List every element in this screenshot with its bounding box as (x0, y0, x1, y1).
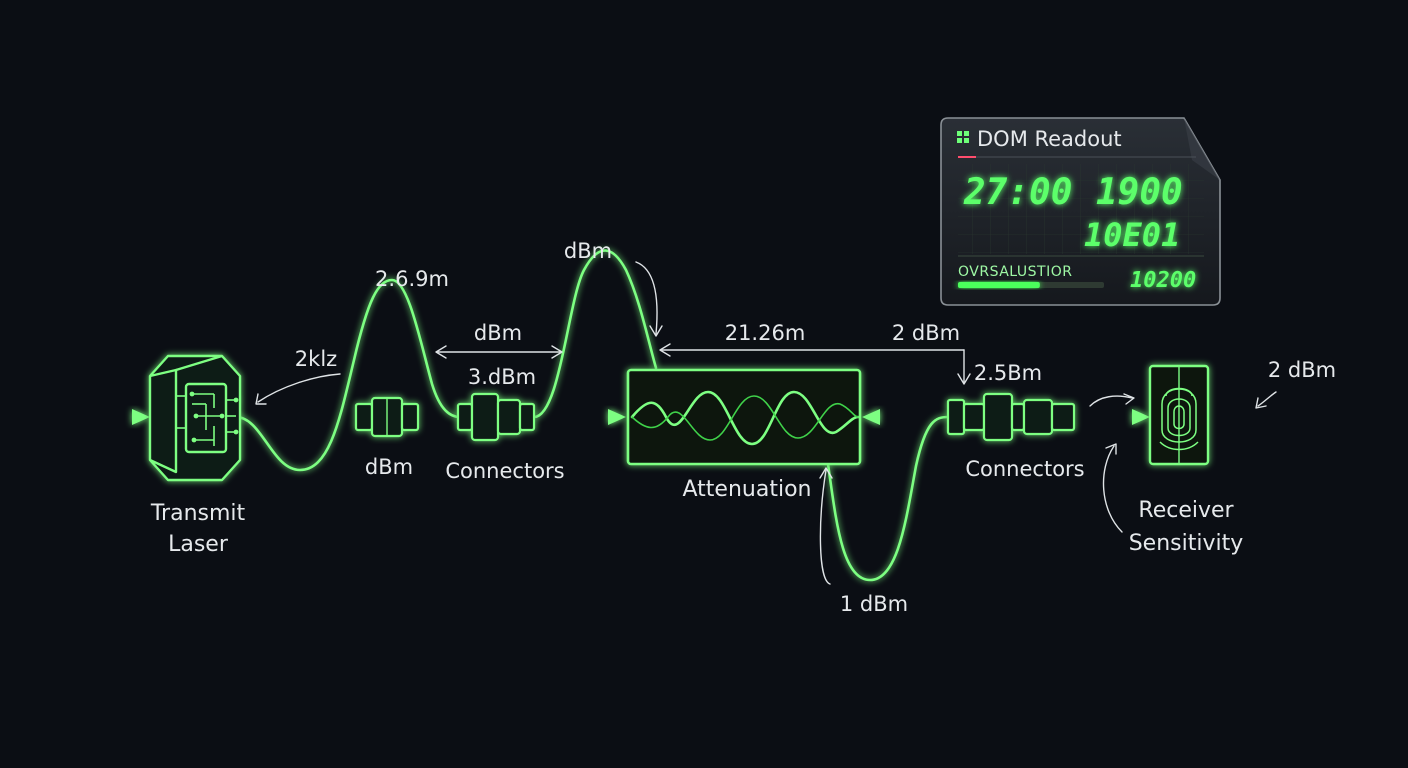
connector1-label: Connectors (445, 459, 564, 483)
inline-connector-label: dBm (365, 455, 413, 479)
arrow-trough-annotation (819, 469, 831, 585)
attenuation-label: Attenuation (683, 477, 812, 502)
arrow-into-receiver-annotation (1089, 395, 1133, 407)
dom-readout-panel: DOM Readout 27:00 1900 10E01 OVRSALUSTIO… (940, 117, 1221, 306)
receiver-label: Receiver (1138, 498, 1234, 523)
arrow-into-attenuator-right (862, 409, 880, 425)
readout-row1-left: 27:00 (963, 172, 1072, 213)
readout-row1-right: 1900 (1096, 172, 1183, 213)
readout-row2: 10E01 (1084, 216, 1180, 254)
connector-pair-2-icon (946, 392, 1076, 442)
trough-label: 1 dBm (840, 592, 908, 616)
attenuator-icon (626, 368, 862, 466)
arrow-freq-annotation (257, 373, 341, 403)
connector-pair-1-icon (456, 392, 536, 442)
arrow-peak-annotation (635, 261, 658, 335)
status-value: 10200 (1130, 268, 1196, 293)
arrow-into-attenuator (608, 409, 626, 425)
connector2-label: Connectors (965, 457, 1084, 481)
panel-title: DOM Readout (977, 127, 1122, 151)
transmit-label: Transmit (150, 501, 246, 526)
peak2-label: dBm (564, 239, 612, 263)
span1-label: dBm (474, 321, 522, 345)
connector1-value-label: 3.dBm (468, 365, 536, 389)
connector2-value-label: 2.5Bm (974, 361, 1042, 385)
receiver-icon (1148, 364, 1210, 466)
peak1-label: 2.6.9m (375, 267, 449, 291)
power-waveform (234, 249, 950, 582)
inline-connector-icon (354, 396, 420, 438)
span3-label: 2 dBm (892, 321, 960, 345)
arrow-into-receiver (1132, 409, 1150, 425)
status-progress-fill (958, 282, 1040, 288)
frequency-label: 2klz (295, 347, 337, 371)
arrow-input-power-annotation (1257, 391, 1277, 407)
span2-label: 21.26m (725, 321, 806, 345)
sensitivity-label: Sensitivity (1129, 531, 1244, 556)
arrow-sensitivity-annotation (1102, 445, 1123, 533)
laser-label: Laser (168, 532, 229, 557)
annotation-arrows (255, 261, 1277, 585)
arrow-into-laser (132, 409, 150, 425)
status-label: OVRSALUSTIOR (958, 264, 1072, 280)
flow-arrows (132, 409, 1150, 425)
diagram-labels: Transmit Laser 2klz 2.6.9m dBm dBm 3.dBm… (150, 239, 1336, 616)
transmit-laser-icon (148, 354, 242, 482)
grid-icon (957, 131, 969, 143)
input-power-label: 2 dBm (1268, 358, 1336, 382)
